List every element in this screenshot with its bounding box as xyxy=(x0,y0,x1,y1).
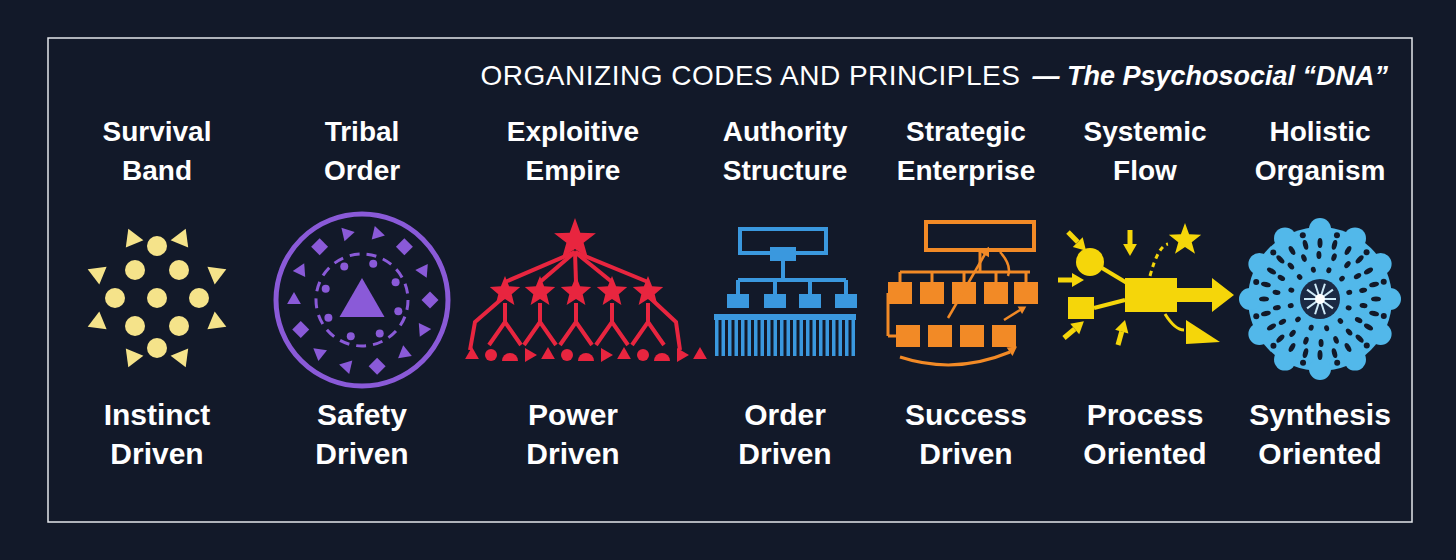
code-name: Authority Structure xyxy=(723,112,847,190)
title-bar: ORGANIZING CODES AND PRINCIPLES — The Psy… xyxy=(481,60,1388,92)
subtitle: — The Psychosocial “DNA” xyxy=(1032,61,1388,92)
holistic-organism-icon xyxy=(1239,218,1401,380)
survival-band-icon xyxy=(88,229,227,368)
column-node: Exploitive EmpirePower Driven xyxy=(473,112,673,477)
driver-label: Synthesis Oriented xyxy=(1249,395,1391,473)
driver-label: Process Oriented xyxy=(1083,395,1206,473)
column-node: Tribal OrderSafety Driven xyxy=(262,112,462,477)
driver-label: Order Driven xyxy=(738,395,831,473)
strategic-enterprise-icon xyxy=(888,222,1038,365)
tribal-order-icon xyxy=(276,214,448,386)
column-node: Authority StructureOrder Driven xyxy=(685,112,885,477)
driver-label: Power Driven xyxy=(526,395,619,473)
frame-border xyxy=(48,38,1412,522)
systemic-flow-icon xyxy=(1058,223,1234,345)
diagram-title: ORGANIZING CODES AND PRINCIPLES xyxy=(481,60,1021,92)
code-name: Holistic Organism xyxy=(1255,112,1386,190)
code-name: Strategic Enterprise xyxy=(897,112,1036,190)
exploitive-empire-icon xyxy=(465,218,707,362)
code-name: Tribal Order xyxy=(324,112,400,190)
code-name: Systemic Flow xyxy=(1084,112,1207,190)
code-name: Exploitive Empire xyxy=(507,112,639,190)
column-node: Survival BandInstinct Driven xyxy=(57,112,257,477)
column-node: Strategic EnterpriseSuccess Driven xyxy=(866,112,1066,477)
driver-label: Safety Driven xyxy=(315,395,408,473)
authority-structure-icon xyxy=(714,229,857,356)
driver-label: Instinct Driven xyxy=(104,395,211,473)
code-name: Survival Band xyxy=(103,112,212,190)
column-node: Systemic FlowProcess Oriented xyxy=(1045,112,1245,477)
driver-label: Success Driven xyxy=(905,395,1027,473)
column-node: Holistic OrganismSynthesis Oriented xyxy=(1220,112,1420,477)
